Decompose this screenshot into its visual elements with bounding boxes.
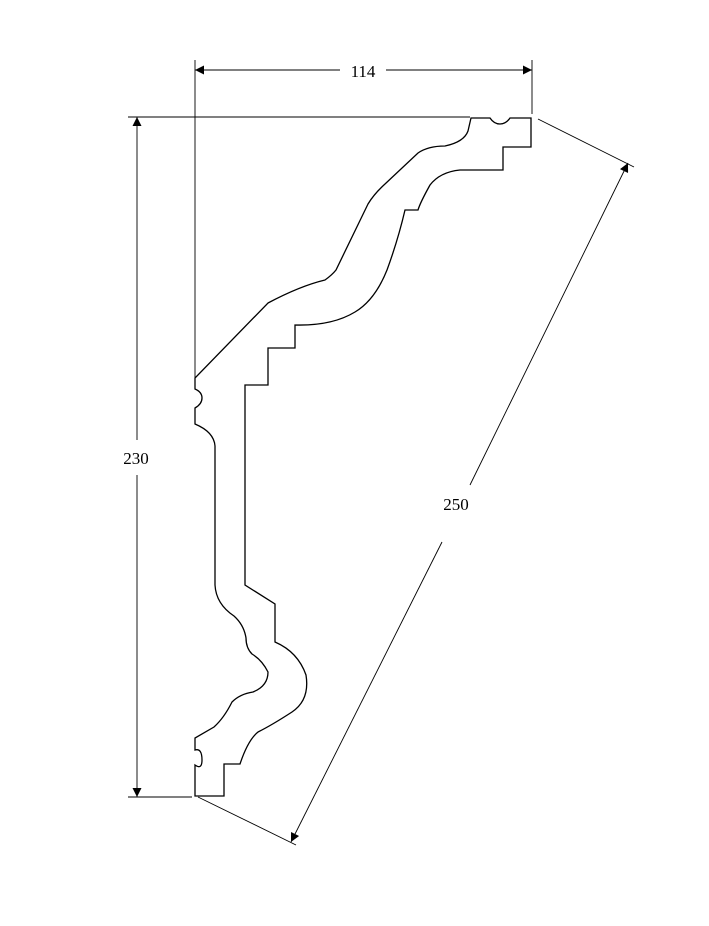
diagonal-extension-line-top bbox=[537, 118, 635, 168]
width-dimension-label: 114 bbox=[351, 62, 376, 81]
diagonal-dimension-line-upper bbox=[469, 162, 629, 486]
height-dimension-label: 230 bbox=[123, 449, 149, 468]
diagonal-dimension-label: 250 bbox=[443, 495, 469, 514]
diagonal-extension-line-bottom bbox=[197, 796, 297, 846]
molding-profile-outline bbox=[194, 117, 532, 797]
diagonal-dimension-line-lower bbox=[290, 541, 443, 843]
